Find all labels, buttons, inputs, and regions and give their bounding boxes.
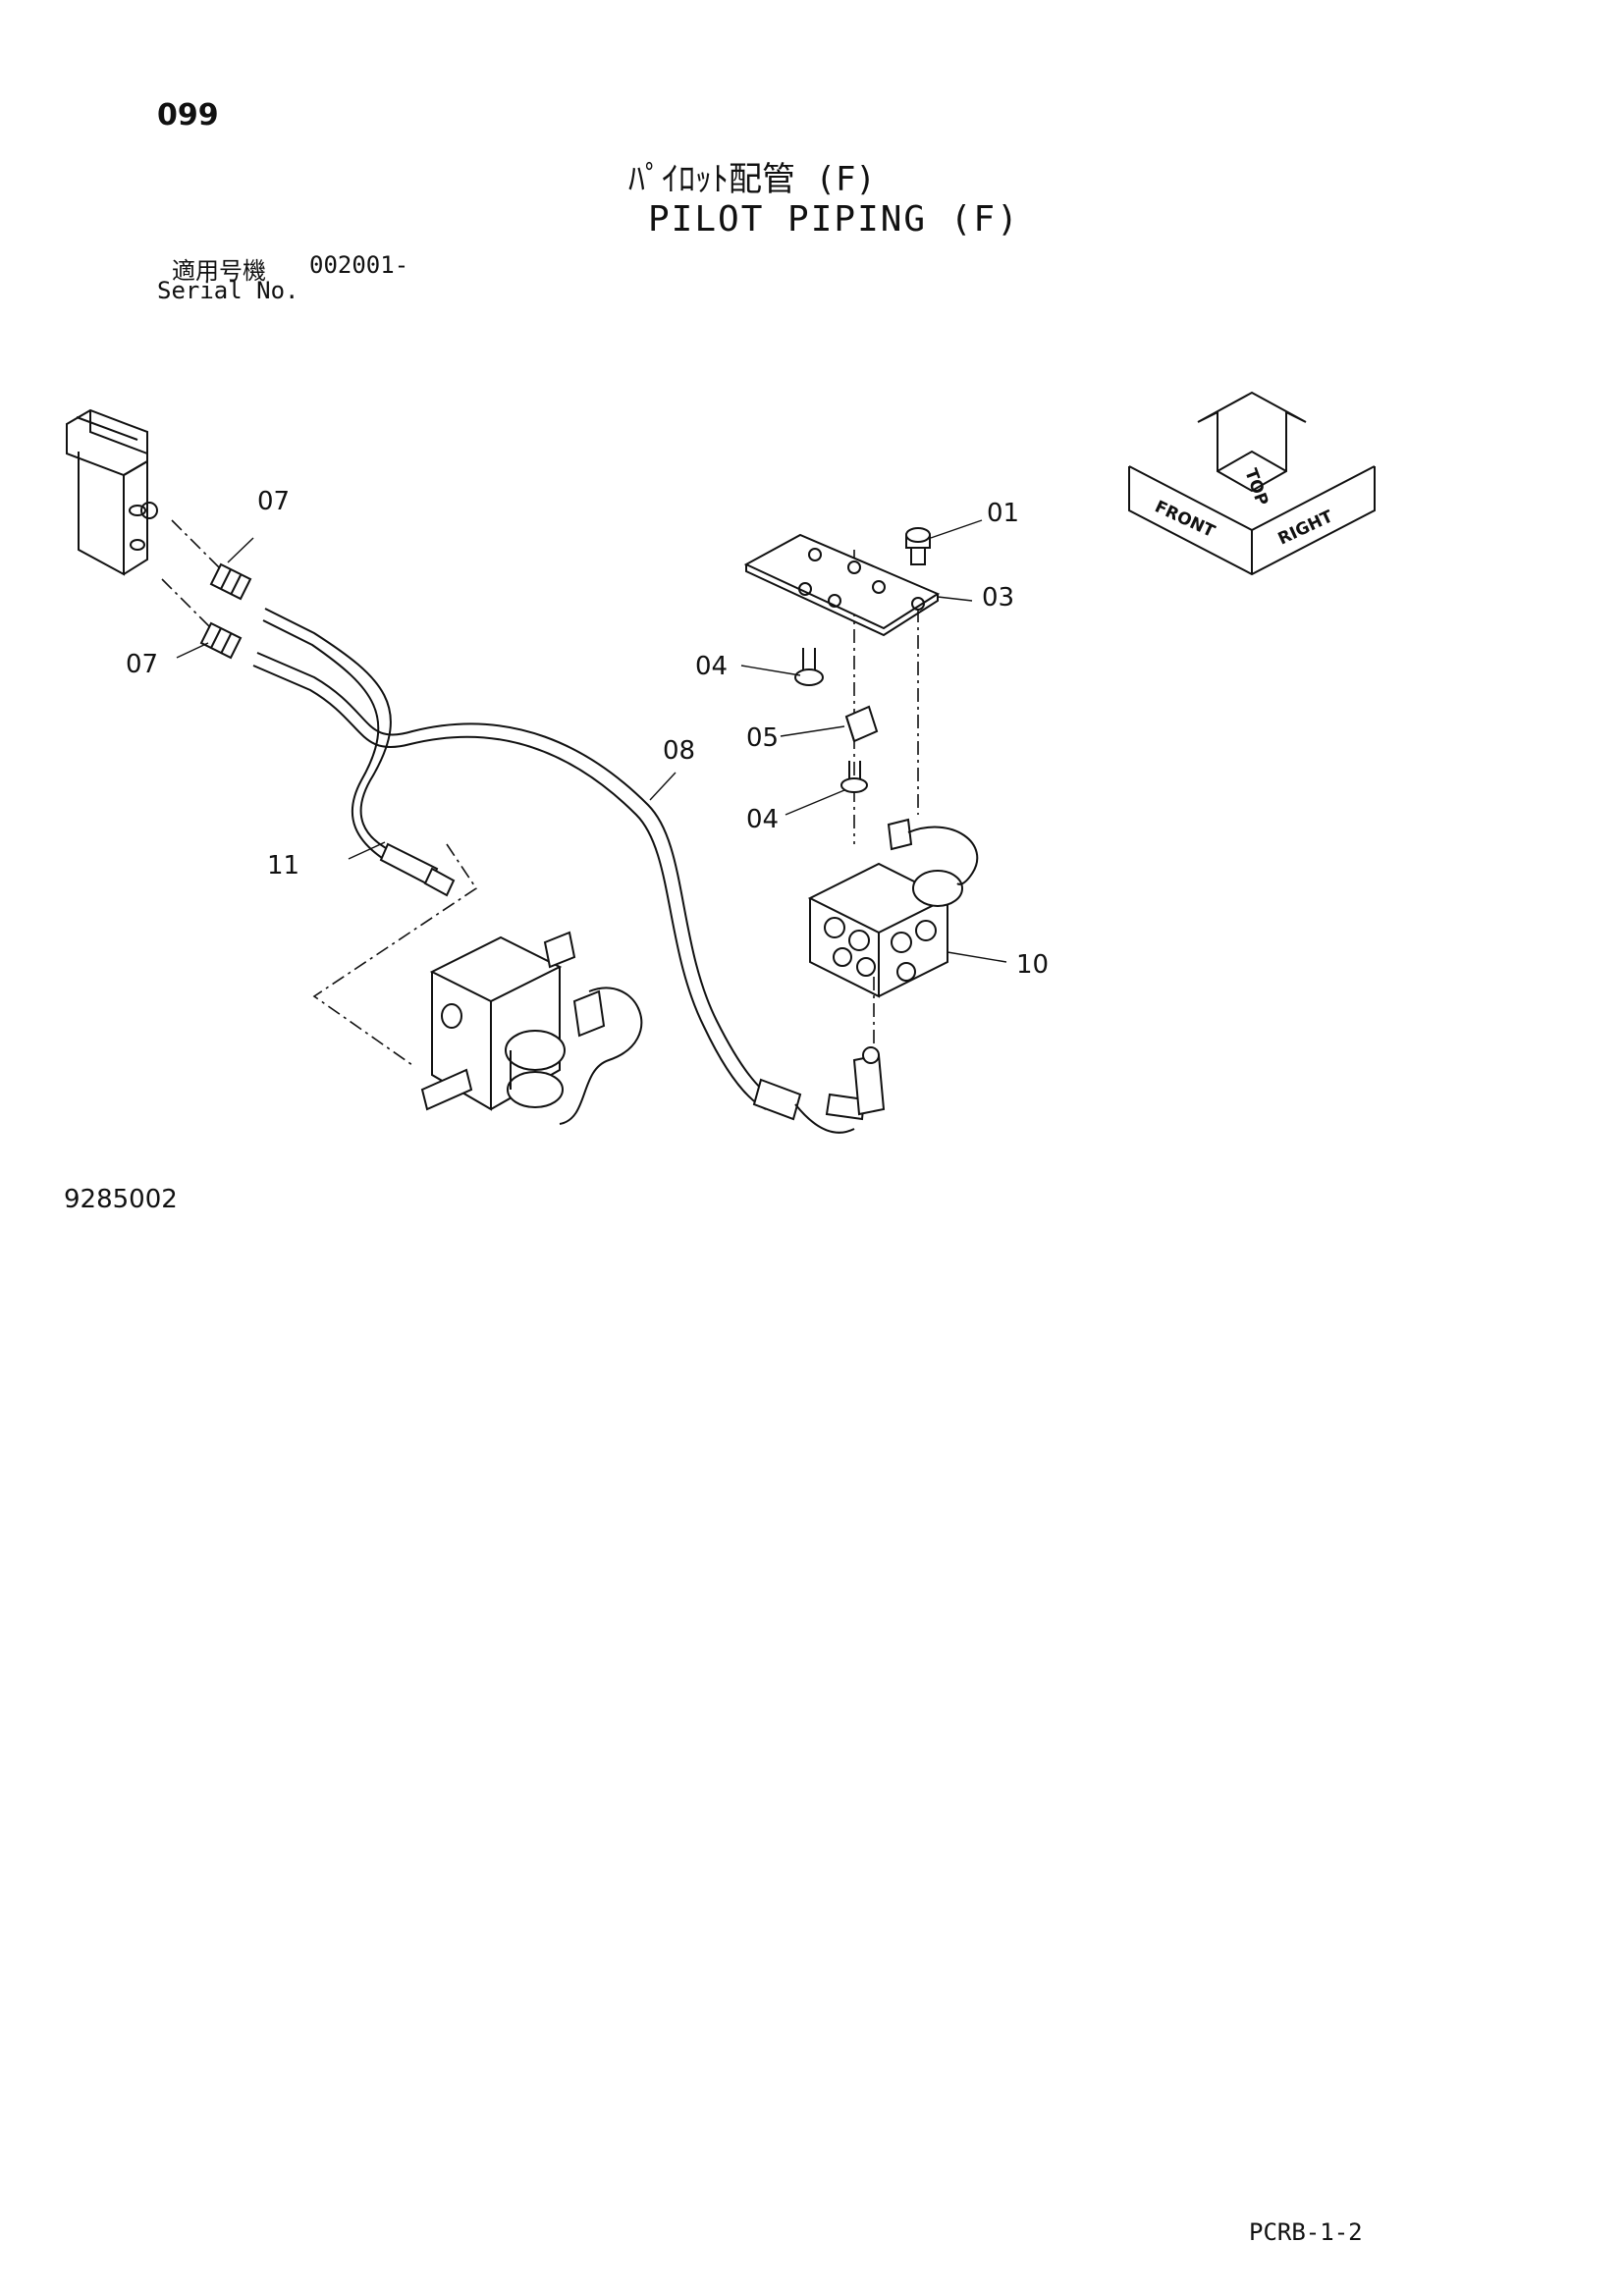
page-title-japanese: ﾊﾟｲﾛｯﾄ配管 (F) xyxy=(628,160,876,199)
adapter-07-upper xyxy=(209,562,252,601)
bolt-04-upper xyxy=(794,648,824,686)
bolt-04-lower xyxy=(840,761,868,793)
part-ref-04-upper: 04 xyxy=(695,652,729,681)
serial-label-japanese: 適用号機 xyxy=(172,257,266,285)
bracket-plate-03 xyxy=(743,533,941,637)
page-number: 099 xyxy=(157,98,219,133)
solenoid-valve-10 xyxy=(807,818,979,998)
part-ref-01: 01 xyxy=(987,499,1020,528)
serial-label: Serial No. xyxy=(157,277,299,304)
part-ref-07-lower: 07 xyxy=(126,650,159,679)
solenoid-valve-lower xyxy=(420,931,643,1125)
serial-number-value: 002001- xyxy=(309,251,409,279)
part-ref-04-lower: 04 xyxy=(746,805,780,834)
part-ref-03: 03 xyxy=(982,583,1015,613)
part-ref-08: 08 xyxy=(663,736,696,766)
bolt-01 xyxy=(905,527,931,565)
drawing-number: 9285002 xyxy=(64,1185,178,1214)
page-code: PCRB-1-2 xyxy=(1249,2218,1363,2246)
adapter-07-lower xyxy=(199,621,243,660)
hose-11 xyxy=(262,608,456,897)
pilot-control-unit xyxy=(66,408,158,576)
hose-08 xyxy=(252,652,886,1134)
part-ref-11: 11 xyxy=(267,851,300,881)
part-ref-07-upper: 07 xyxy=(257,487,291,516)
part-ref-10: 10 xyxy=(1016,950,1050,980)
part-ref-05: 05 xyxy=(746,723,780,753)
clip-05 xyxy=(844,705,879,743)
orientation-indicator: TOP FRONT RIGHT xyxy=(1128,391,1376,576)
page-title: PILOT PIPING (F) xyxy=(648,199,1020,240)
